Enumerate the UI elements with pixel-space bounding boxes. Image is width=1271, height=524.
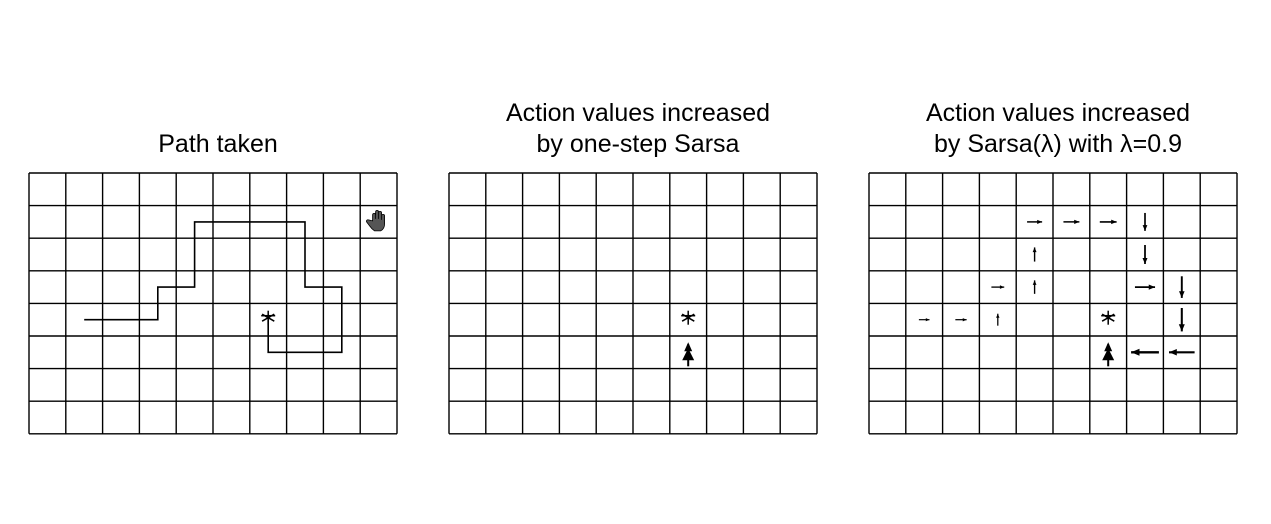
- panel-title: Action values increased by Sarsa(λ) with…: [925, 99, 1191, 158]
- arrow-head: [1104, 342, 1113, 352]
- panel-title: Action values increased by one-step Sars…: [505, 99, 771, 158]
- arrow-head: [1074, 219, 1080, 225]
- action-arrow: [918, 318, 930, 322]
- arrow-head: [1142, 258, 1148, 264]
- action-arrow: [955, 318, 967, 322]
- action-arrow: [1142, 245, 1148, 264]
- arrow-head: [1131, 348, 1140, 356]
- arrow-head: [1102, 348, 1115, 361]
- goal-asterisk-icon: [261, 310, 276, 325]
- arrow-head: [999, 285, 1005, 289]
- arrow-head: [1179, 291, 1185, 298]
- action-arrow: [991, 285, 1005, 289]
- arrow-head: [925, 318, 930, 322]
- arrow-head: [684, 342, 693, 352]
- panel-sarsa-lambda: Action values increased by Sarsa(λ) with…: [868, 90, 1248, 435]
- action-arrow: [1032, 280, 1037, 294]
- action-arrow: [1178, 308, 1185, 332]
- gridworld: [868, 172, 1238, 435]
- arrow-head: [1032, 280, 1037, 285]
- hand-icon: [366, 210, 385, 232]
- arrow-head: [962, 318, 967, 322]
- action-arrow: [1179, 276, 1185, 298]
- action-arrow: [1169, 349, 1195, 356]
- action-arrow: [1099, 219, 1117, 225]
- action-arrow: [1134, 284, 1156, 290]
- action-arrow: [682, 342, 695, 367]
- goal-asterisk-icon: [1101, 310, 1116, 325]
- arrow-head: [1111, 219, 1117, 225]
- arrow-head: [1178, 324, 1185, 332]
- gridworld: [448, 172, 818, 435]
- agent-path: [84, 221, 343, 354]
- arrow-head: [996, 313, 1000, 318]
- gridworld: [28, 172, 398, 435]
- action-arrow: [1027, 219, 1043, 224]
- panel-title: Path taken: [158, 130, 278, 158]
- goal-asterisk-icon: [681, 310, 696, 325]
- hand-shape: [366, 210, 385, 232]
- arrow-head: [1037, 219, 1043, 224]
- action-arrow: [1131, 348, 1159, 356]
- action-arrow: [1102, 342, 1115, 367]
- action-arrow: [1142, 212, 1148, 231]
- panel-one-step-sarsa: Action values increased by one-step Sars…: [448, 90, 828, 435]
- arrow-head: [1169, 349, 1177, 356]
- panel-path-taken: Path taken: [28, 90, 408, 435]
- action-arrow: [1063, 219, 1080, 225]
- arrow-head: [1142, 225, 1148, 231]
- arrow-head: [1148, 284, 1156, 290]
- arrow-head: [1032, 247, 1037, 253]
- action-arrow: [996, 313, 1000, 326]
- arrow-head: [682, 348, 695, 361]
- action-arrow: [1032, 247, 1037, 262]
